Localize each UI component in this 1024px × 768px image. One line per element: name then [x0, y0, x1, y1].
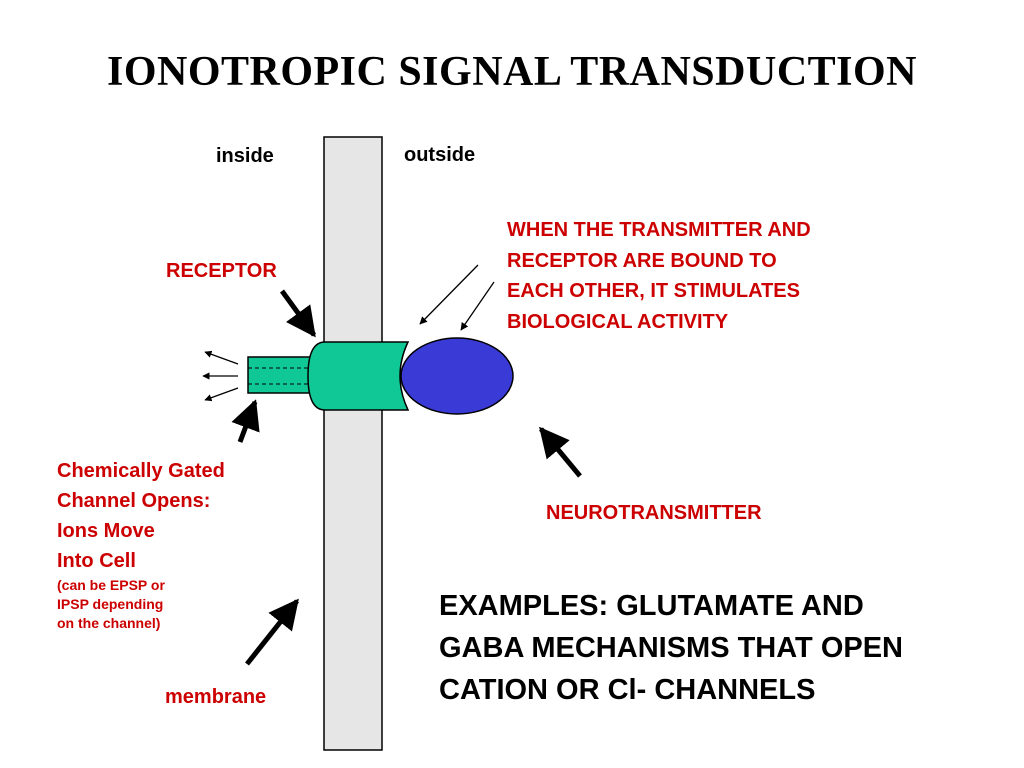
binding-pointer-arrow-left [419, 264, 479, 325]
binding-note-line: EACH OTHER, IT STIMULATES [507, 280, 800, 302]
channel-note-subline: IPSP depending [57, 596, 164, 612]
examples-line: CATION OR Cl- CHANNELS [439, 674, 816, 706]
slide-title: IONOTROPIC SIGNAL TRANSDUCTION [106, 49, 918, 95]
examples-line: EXAMPLES: GLUTAMATE AND [439, 590, 864, 622]
channel-note-line: Chemically Gated [57, 460, 225, 482]
binding-note-line: RECEPTOR ARE BOUND TO [507, 249, 777, 272]
channel-note-line: Into Cell [57, 550, 136, 572]
receptor-shape [307, 341, 410, 411]
outside-label: outside [404, 144, 476, 166]
examples-line: GABA MECHANISMS THAT OPEN [439, 632, 903, 664]
receptor-label: RECEPTOR [166, 260, 277, 282]
channel-pointer-arrow [231, 399, 260, 443]
ion-flow-arrow-bottom [204, 387, 239, 402]
channel-note-line: Ions Move [57, 520, 155, 542]
neurotransmitter-shape [400, 337, 514, 415]
binding-note-line: WHEN THE TRANSMITTER AND [507, 219, 811, 241]
binding-note-line: BIOLOGICAL ACTIVITY [507, 310, 729, 333]
neurotransmitter-pointer-arrow [539, 426, 582, 478]
channel-note-subline: on the channel) [57, 615, 161, 631]
binding-note: WHEN THE TRANSMITTER AND RECEPTOR ARE BO… [507, 215, 811, 337]
channel-note-line: Channel Opens: [57, 490, 211, 512]
channel-note: Chemically Gated Channel Opens: Ions Mov… [57, 456, 225, 633]
neurotransmitter-label: NEUROTRANSMITTER [546, 502, 762, 524]
ion-flow-arrow-top [204, 350, 239, 365]
receptor-pointer-arrow [279, 289, 317, 338]
binding-pointer-arrow-right [460, 281, 495, 331]
channel-note-subline: (can be EPSP or [57, 577, 165, 593]
ion-channel [247, 356, 311, 394]
inside-label: inside [216, 145, 274, 167]
membrane-bar [323, 136, 383, 751]
membrane-pointer-arrow [245, 598, 299, 666]
examples-note: EXAMPLES: GLUTAMATE AND GABA MECHANISMS … [439, 585, 903, 711]
membrane-label: membrane [165, 686, 267, 708]
